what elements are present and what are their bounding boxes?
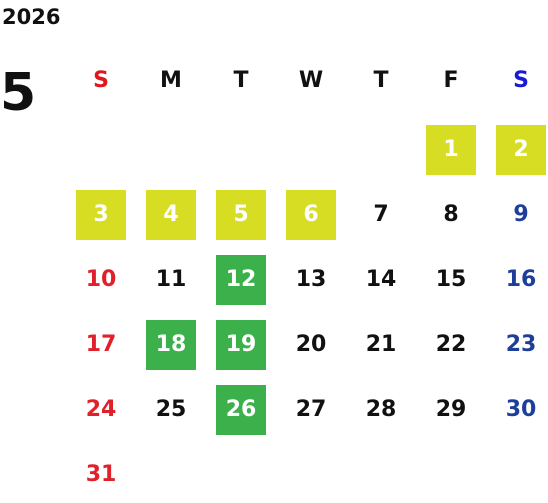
weekday-header-sun: S: [93, 68, 109, 93]
day-cell-22[interactable]: 22: [435, 332, 467, 357]
day-cell-6[interactable]: 6: [286, 190, 336, 240]
year-label: 2026: [2, 5, 61, 29]
day-cell-5[interactable]: 5: [216, 190, 266, 240]
weekday-header-sat: S: [513, 68, 529, 93]
weekday-header-tue: T: [233, 68, 249, 93]
day-cell-27[interactable]: 27: [295, 397, 327, 422]
month-number: 5: [0, 63, 37, 123]
day-cell-10[interactable]: 10: [85, 267, 117, 292]
day-cell-7[interactable]: 7: [373, 202, 389, 227]
day-cell-23[interactable]: 23: [505, 332, 537, 357]
day-cell-28[interactable]: 28: [365, 397, 397, 422]
day-cell-2[interactable]: 2: [496, 125, 546, 175]
day-cell-21[interactable]: 21: [365, 332, 397, 357]
day-cell-3[interactable]: 3: [76, 190, 126, 240]
day-cell-16[interactable]: 16: [505, 267, 537, 292]
day-cell-1[interactable]: 1: [426, 125, 476, 175]
day-cell-17[interactable]: 17: [85, 332, 117, 357]
day-cell-26[interactable]: 26: [216, 385, 266, 435]
day-cell-20[interactable]: 20: [295, 332, 327, 357]
day-cell-12[interactable]: 12: [216, 255, 266, 305]
day-cell-15[interactable]: 15: [435, 267, 467, 292]
day-cell-14[interactable]: 14: [365, 267, 397, 292]
weekday-header-mon: M: [160, 68, 182, 93]
day-cell-25[interactable]: 25: [155, 397, 187, 422]
day-cell-13[interactable]: 13: [295, 267, 327, 292]
day-cell-30[interactable]: 30: [505, 397, 537, 422]
day-cell-29[interactable]: 29: [435, 397, 467, 422]
day-cell-4[interactable]: 4: [146, 190, 196, 240]
day-cell-19[interactable]: 19: [216, 320, 266, 370]
weekday-header-wed: W: [298, 68, 324, 93]
weekday-header-thu: T: [373, 68, 389, 93]
day-cell-8[interactable]: 8: [443, 202, 459, 227]
day-cell-11[interactable]: 11: [155, 267, 187, 292]
day-cell-31[interactable]: 31: [85, 462, 117, 487]
day-cell-24[interactable]: 24: [85, 397, 117, 422]
weekday-header-fri: F: [443, 68, 459, 93]
day-cell-18[interactable]: 18: [146, 320, 196, 370]
day-cell-9[interactable]: 9: [513, 202, 529, 227]
